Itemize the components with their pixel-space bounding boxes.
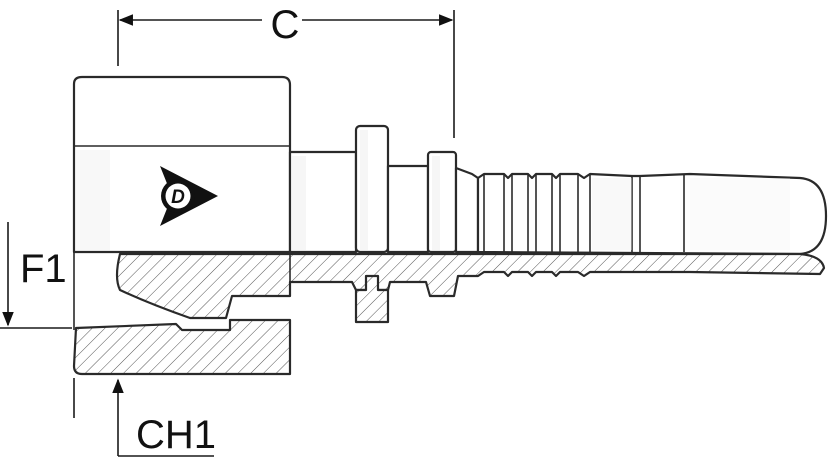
dimension-c-label: C [271, 3, 300, 47]
nipple-wall-section [115, 252, 826, 320]
dunlop-logo-icon: D [160, 166, 218, 226]
dimension-c: C [117, 2, 455, 138]
hose-tail [476, 172, 828, 256]
dimension-f1: F1 [0, 222, 72, 329]
nipple-body [386, 164, 430, 254]
dimension-f1-label: F1 [20, 247, 67, 291]
dimension-ch1: CH1 [73, 378, 216, 457]
section-view [72, 252, 826, 376]
tail-barb-lines [483, 174, 685, 252]
hex-nut [72, 75, 292, 254]
dimension-ch1-label: CH1 [136, 413, 216, 457]
logo-letter: D [171, 187, 185, 208]
fitting-exterior [72, 75, 828, 256]
nut-wall-section [72, 318, 292, 376]
shank-transition [454, 166, 480, 254]
lock-ring-section [354, 274, 390, 324]
